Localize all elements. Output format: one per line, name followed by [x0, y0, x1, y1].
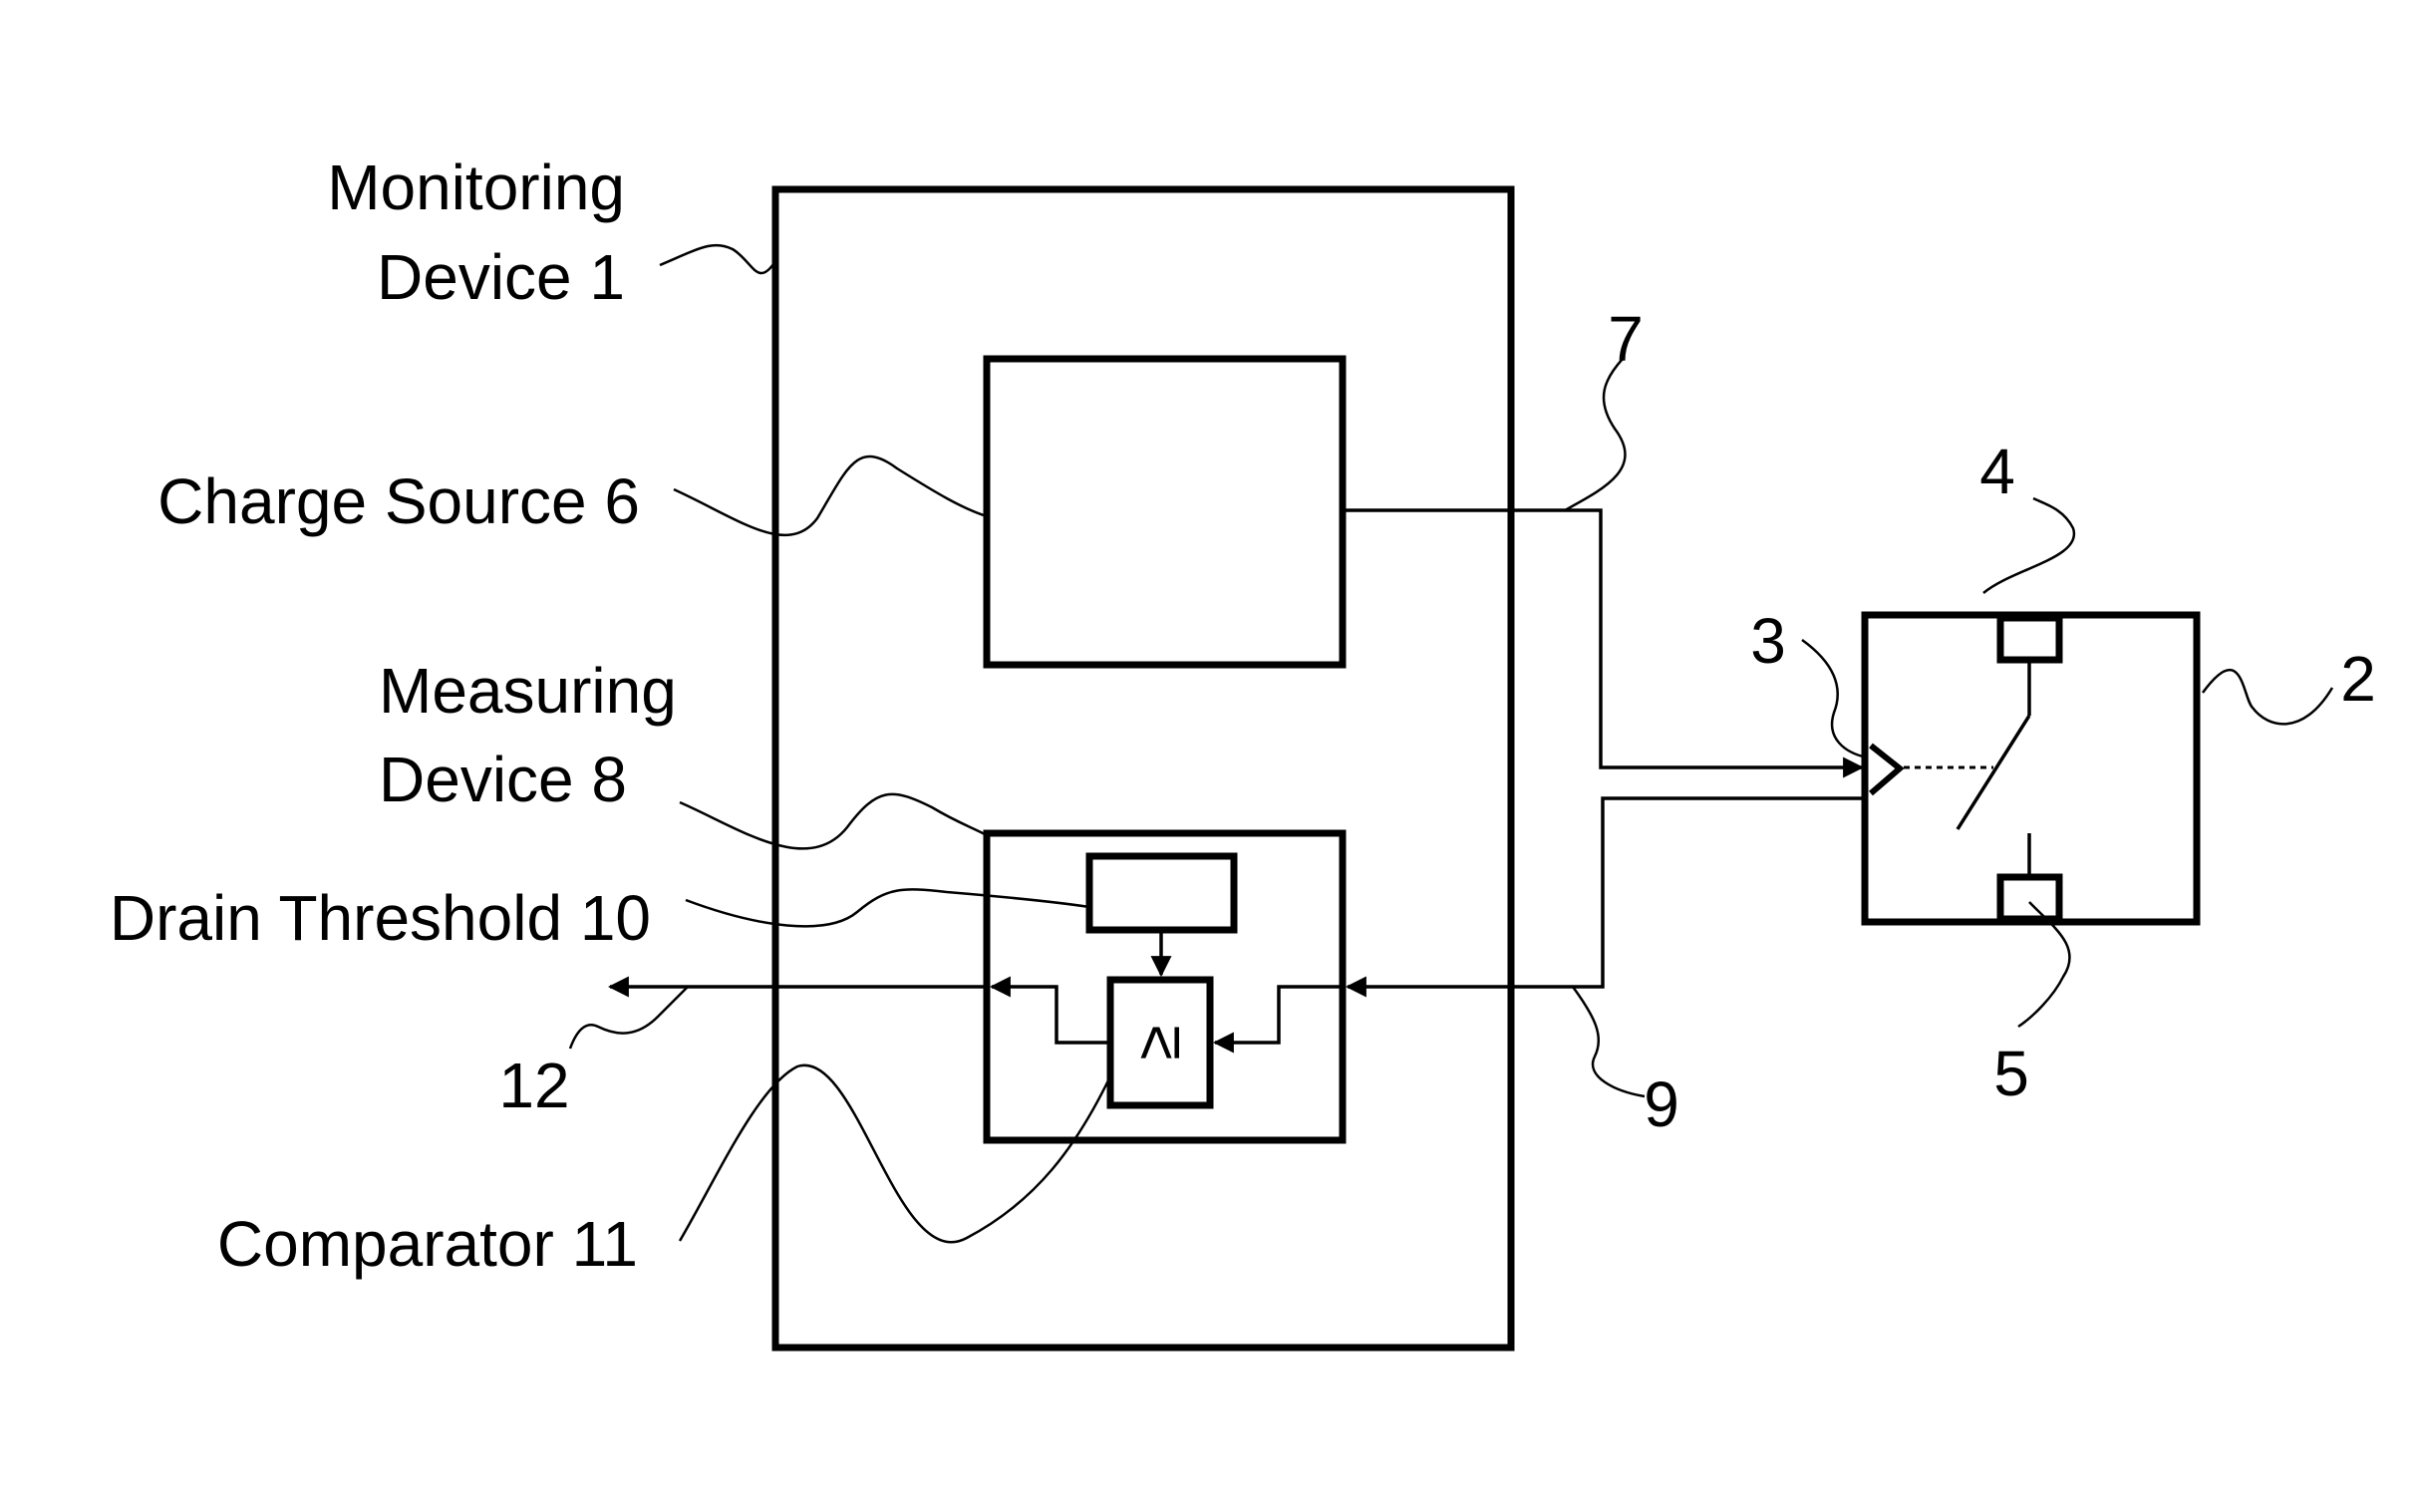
- contact-4: [2000, 618, 2059, 660]
- label-monitoring-device-line2: Device 1: [377, 241, 625, 313]
- leader-drain-threshold: [686, 889, 1089, 926]
- label-drain-threshold: Drain Threshold 10: [110, 882, 651, 954]
- label-4: 4: [1979, 436, 2015, 507]
- label-2: 2: [2340, 643, 2376, 715]
- leader-4: [1983, 498, 2074, 593]
- leader-monitoring-device: [660, 245, 775, 273]
- label-comparator: Comparator 11: [217, 1208, 638, 1280]
- label-5: 5: [1993, 1038, 2029, 1109]
- label-12: 12: [498, 1050, 569, 1121]
- label-3: 3: [1750, 605, 1786, 677]
- label-charge-source: Charge Source 6: [157, 465, 640, 537]
- label-measuring-device-line1: Measuring: [379, 655, 677, 727]
- leader-measuring-device: [680, 794, 987, 849]
- actuator-3: [1871, 746, 1900, 793]
- comparator-symbol: ≥: [1121, 1025, 1193, 1059]
- leader-charge-source: [674, 456, 987, 535]
- comparator-output-path: [992, 987, 1110, 1043]
- leader-9: [1573, 987, 1645, 1096]
- contact-5: [2000, 877, 2059, 919]
- leader-3: [1802, 640, 1867, 757]
- leader-7: [1565, 359, 1625, 510]
- line-9: [1348, 798, 1862, 987]
- drain-threshold-box: [1089, 856, 1234, 930]
- leader-12: [570, 987, 688, 1049]
- switch-blade-arm: [1958, 716, 2029, 829]
- leader-2: [2203, 670, 2332, 724]
- charge-source-box: [987, 359, 1343, 665]
- label-measuring-device-line2: Device 8: [379, 744, 627, 815]
- leader-comparator: [680, 1065, 1110, 1242]
- label-7: 7: [1608, 303, 1644, 375]
- measure-input-path: [1215, 987, 1343, 1043]
- label-monitoring-device-line1: Monitoring: [327, 151, 625, 223]
- label-9: 9: [1644, 1068, 1679, 1140]
